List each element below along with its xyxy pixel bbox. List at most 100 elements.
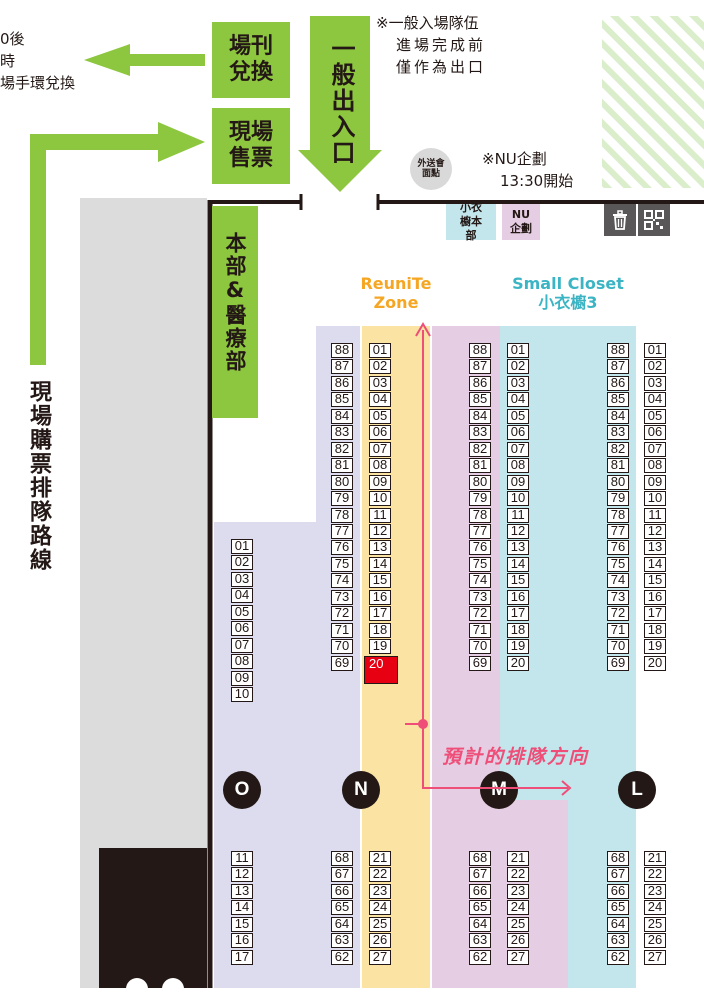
booth-l-left-top-72: 72: [607, 606, 629, 621]
booth-l-right-bottom-25: 25: [644, 917, 666, 932]
booth-o-bottom-14: 14: [231, 900, 253, 915]
qr-icon: [638, 204, 670, 236]
booth-n-right-bottom-26: 26: [369, 933, 391, 948]
booth-n-right-top-18: 18: [369, 623, 391, 638]
booth-o-bottom-15: 15: [231, 917, 253, 932]
row-marker-l: L: [618, 771, 656, 809]
booth-m-left-top-74: 74: [469, 573, 491, 588]
booth-o-bottom-12: 12: [231, 867, 253, 882]
small-closet-label-1: Small Closet: [512, 274, 624, 293]
booth-o-top-05: 05: [231, 605, 253, 620]
left-note-2: 時: [0, 52, 16, 70]
booth-n-left-top-74: 74: [331, 573, 353, 588]
booth-l-left-bottom-62: 62: [607, 950, 629, 965]
booth-m-right-top-06: 06: [507, 425, 529, 440]
booth-n-left-top-72: 72: [331, 606, 353, 621]
booth-n-right-top-08: 08: [369, 458, 391, 473]
booth-m-left-top-81: 81: [469, 458, 491, 473]
booth-n-left-top-86: 86: [331, 376, 353, 391]
booth-o-top-06: 06: [231, 621, 253, 636]
nu-note-2: 13:30開始: [500, 172, 574, 190]
booth-m-left-top-72: 72: [469, 606, 491, 621]
booth-n-right-top-19: 19: [369, 639, 391, 654]
booth-n-right-bottom-24: 24: [369, 900, 391, 915]
booth-n-left-top-70: 70: [331, 639, 353, 654]
booth-n-left-top-73: 73: [331, 590, 353, 605]
booth-m-left-top-78: 78: [469, 508, 491, 523]
booth-l-left-bottom-68: 68: [607, 851, 629, 866]
booth-l-right-top-05: 05: [644, 409, 666, 424]
booth-n-right-top-02: 02: [369, 359, 391, 374]
booth-n-left-top-87: 87: [331, 359, 353, 374]
booth-n-left-bottom-62: 62: [331, 950, 353, 965]
booth-m-left-top-69: 69: [469, 656, 491, 671]
booth-n-right-top-07: 07: [369, 442, 391, 457]
booth-m-left-top-73: 73: [469, 590, 491, 605]
booth-m-left-bottom-65: 65: [469, 900, 491, 915]
booth-m-left-top-76: 76: [469, 540, 491, 555]
booth-n-left-top-84: 84: [331, 409, 353, 424]
booth-l-right-top-12: 12: [644, 524, 666, 539]
booth-l-left-top-84: 84: [607, 409, 629, 424]
booth-l-left-top-87: 87: [607, 359, 629, 374]
booth-m-left-bottom-66: 66: [469, 884, 491, 899]
booth-n-left-top-88: 88: [331, 343, 353, 358]
booth-n-left-top-81: 81: [331, 458, 353, 473]
booth-m-left-top-77: 77: [469, 524, 491, 539]
booth-n-left-top-79: 79: [331, 491, 353, 506]
booth-m-right-top-09: 09: [507, 475, 529, 490]
booth-l-right-bottom-27: 27: [644, 950, 666, 965]
booth-l-left-top-79: 79: [607, 491, 629, 506]
booth-o-top-08: 08: [231, 654, 253, 669]
booth-n-right-bottom-27: 27: [369, 950, 391, 965]
reunite-zone-label: ReuniTe Zone: [360, 274, 432, 312]
booth-n-right-top-12: 12: [369, 524, 391, 539]
booth-o-top-03: 03: [231, 572, 253, 587]
zone-o-lavender: [214, 522, 316, 988]
booth-m-right-bottom-22: 22: [507, 867, 529, 882]
booth-n-left-top-78: 78: [331, 508, 353, 523]
trash-icon: [604, 204, 636, 236]
booth-n-right-top-05: 05: [369, 409, 391, 424]
booth-l-right-top-03: 03: [644, 376, 666, 391]
booth-l-left-top-69: 69: [607, 656, 629, 671]
booth-n-left-top-80: 80: [331, 475, 353, 490]
booth-m-right-top-05: 05: [507, 409, 529, 424]
booth-l-right-top-14: 14: [644, 557, 666, 572]
booth-m-right-top-10: 10: [507, 491, 529, 506]
booth-o-bottom-16: 16: [231, 933, 253, 948]
booth-l-left-bottom-63: 63: [607, 933, 629, 948]
booth-n-left-top-77: 77: [331, 524, 353, 539]
booth-m-right-bottom-26: 26: [507, 933, 529, 948]
booth-l-left-bottom-66: 66: [607, 884, 629, 899]
booth-l-right-bottom-23: 23: [644, 884, 666, 899]
booth-m-left-bottom-62: 62: [469, 950, 491, 965]
left-note-3: 場手環兌換: [0, 74, 76, 92]
nu-note-1: ※NU企劃: [482, 150, 547, 168]
ticket-box: 現場售票: [212, 108, 290, 184]
row-marker-m: M: [480, 771, 518, 809]
booth-m-right-top-15: 15: [507, 573, 529, 588]
booth-n-right-top-14: 14: [369, 557, 391, 572]
booth-o-bottom-11: 11: [231, 851, 253, 866]
booth-m-right-top-04: 04: [507, 392, 529, 407]
booth-m-left-top-87: 87: [469, 359, 491, 374]
booth-l-left-top-78: 78: [607, 508, 629, 523]
booth-o-top-07: 07: [231, 638, 253, 653]
booth-m-left-top-85: 85: [469, 392, 491, 407]
booth-l-right-top-07: 07: [644, 442, 666, 457]
booth-m-right-top-19: 19: [507, 639, 529, 654]
booth-l-left-top-75: 75: [607, 557, 629, 572]
booth-m-left-bottom-64: 64: [469, 917, 491, 932]
booth-n-right-top-20: 20: [364, 656, 398, 684]
booth-m-left-top-86: 86: [469, 376, 491, 391]
booth-n-left-top-85: 85: [331, 392, 353, 407]
booth-n-right-top-17: 17: [369, 606, 391, 621]
queue-note-3: 僅作為出口: [396, 58, 487, 76]
booth-m-left-top-84: 84: [469, 409, 491, 424]
left-arrow-icon: [84, 44, 205, 76]
booth-l-left-top-74: 74: [607, 573, 629, 588]
booth-n-right-bottom-21: 21: [369, 851, 391, 866]
hatched-area: [602, 16, 704, 188]
booth-m-left-top-88: 88: [469, 343, 491, 358]
